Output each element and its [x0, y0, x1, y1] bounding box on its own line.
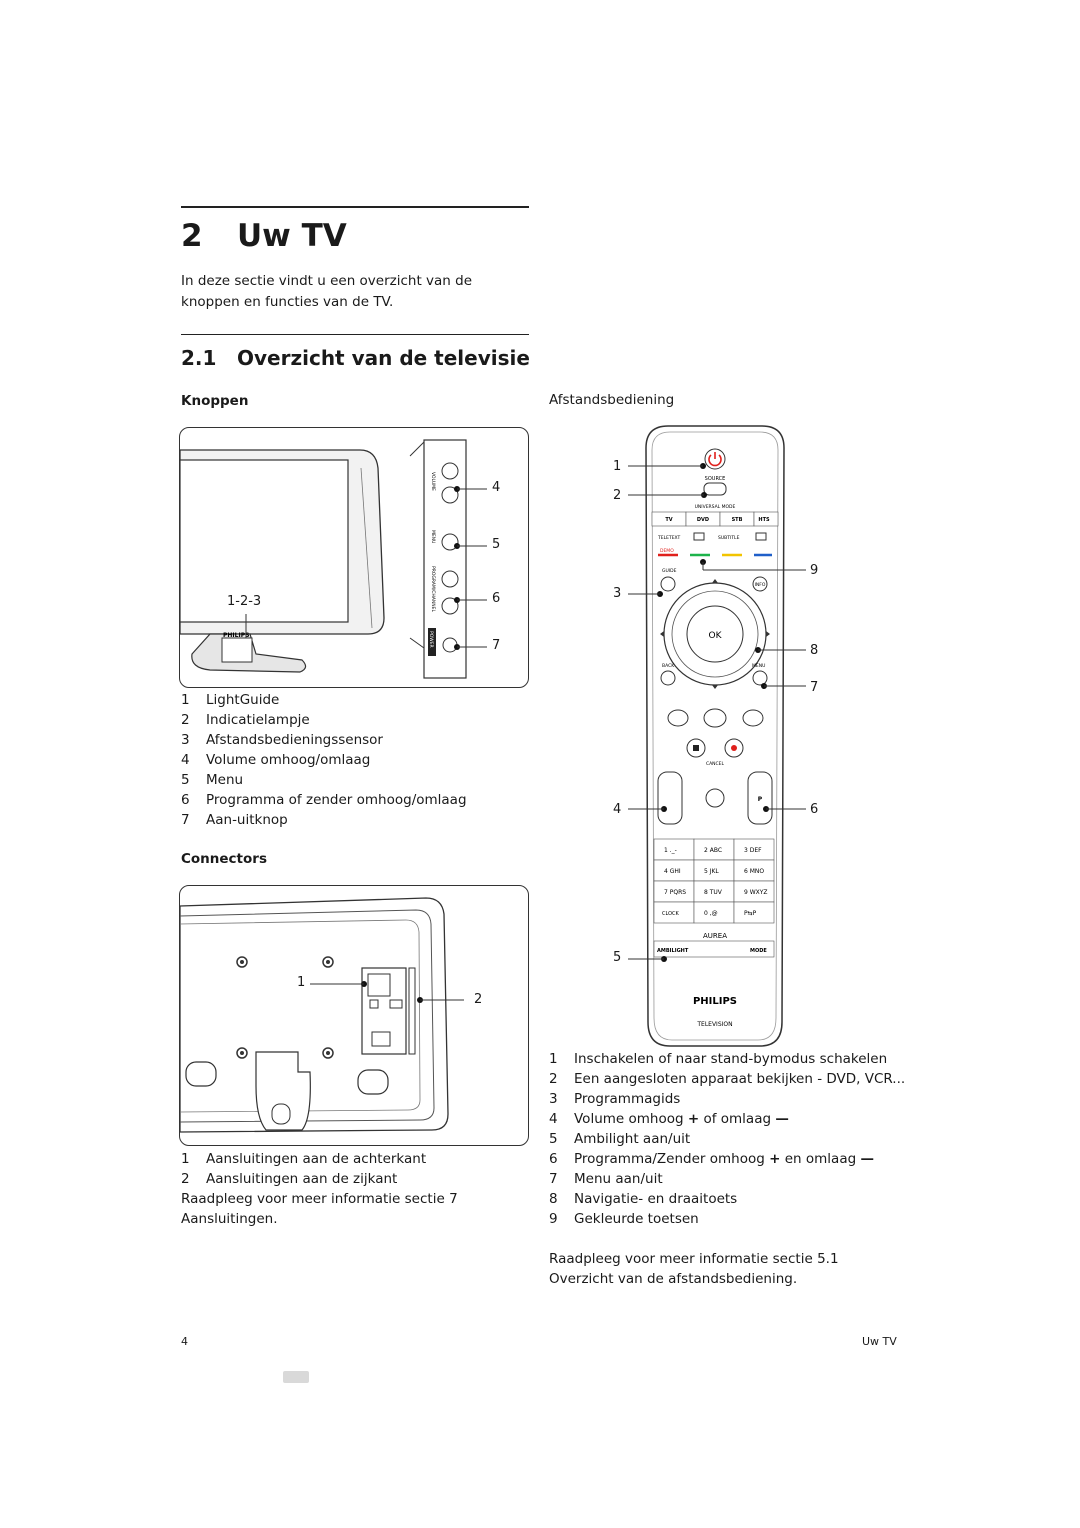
remote-info-label: INFO — [755, 582, 766, 588]
remote-reference: Raadpleeg voor meer informatie sectie 5.… — [549, 1251, 839, 1287]
key-5: 5 JKL — [704, 868, 719, 875]
remote-menu-label: MENU — [752, 663, 765, 669]
key-9: 9 WXYZ — [744, 889, 768, 896]
remote-callout-7: 7 — [810, 680, 819, 695]
section-rule — [181, 334, 529, 335]
knoppen-callout-5: 5 — [492, 537, 501, 552]
remote-mode-hts: HTS — [758, 517, 770, 523]
key-0: 0 ,@ — [704, 910, 718, 917]
key-clock: CLOCK — [662, 911, 680, 917]
remote-callout-9: 9 — [810, 563, 819, 578]
remote-callout-3: 3 — [613, 586, 622, 601]
tv-front-illustration: PHILIPS VOLUME MENU PROGRAM/CHANNEL POWE… — [179, 427, 529, 688]
remote-callout-5: 5 — [613, 950, 622, 965]
key-6: 6 MNO — [744, 868, 764, 875]
remote-mode-label: MODE — [750, 948, 767, 954]
remote-callout-1: 1 — [613, 459, 622, 474]
remote-illustration: SOURCE UNIVERSAL MODE TV DVD STB HTS TEL… — [600, 422, 840, 1052]
plus-icon: + — [769, 1151, 781, 1167]
remote-callout-6: 6 — [810, 802, 819, 817]
key-pp: P⇆P — [744, 910, 757, 917]
chapter-rule — [181, 206, 529, 208]
connectors-reference-link[interactable]: Aansluitingen — [181, 1211, 274, 1227]
panel-volume-label: VOLUME — [430, 472, 436, 491]
remote-brand-label: PHILIPS — [693, 996, 737, 1007]
remote-demo-label: DEMO — [660, 548, 674, 554]
tv-back-illustration — [179, 885, 529, 1146]
panel-menu-label: MENU — [430, 530, 436, 543]
remote-subtitle-label: SUBTITLE — [718, 535, 740, 541]
key-2: 2 ABC — [704, 847, 722, 854]
remote-television-label: TELEVISION — [696, 1021, 732, 1028]
connectors-heading: Connectors — [181, 851, 267, 867]
connectors-callout-2: 2 — [474, 992, 483, 1007]
page-number: 4 — [181, 1335, 188, 1348]
plus-icon: + — [687, 1111, 700, 1127]
knoppen-callout-123: 1-2-3 — [227, 594, 262, 609]
remote-teletext-label: TELETEXT — [657, 535, 681, 541]
panel-program-label: PROGRAM/CHANNEL — [430, 566, 436, 612]
chapter-number: 2 — [181, 218, 203, 254]
footer-title: Uw TV — [862, 1335, 897, 1348]
remote-cancel-label: CANCEL — [706, 761, 725, 767]
scroll-marker — [283, 1371, 309, 1383]
remote-callout-8: 8 — [810, 643, 819, 658]
remote-mode-dvd: DVD — [697, 517, 709, 523]
key-7: 7 PQRS — [664, 889, 686, 896]
remote-guide-label: GUIDE — [662, 568, 677, 574]
connectors-reference: Raadpleeg voor meer informatie sectie 7 … — [181, 1191, 458, 1227]
tv-brand-text: PHILIPS — [223, 632, 249, 639]
section-title: Overzicht van de televisie — [237, 346, 530, 370]
connectors-callout-1: 1 — [297, 975, 306, 990]
panel-power-label: POWER — [428, 631, 434, 648]
remote-mode-stb: STB — [732, 517, 743, 523]
remote-callout-4: 4 — [613, 802, 622, 817]
minus-icon: — — [860, 1151, 874, 1167]
minus-icon: — — [775, 1111, 789, 1127]
remote-mode-tv: TV — [665, 517, 672, 523]
knoppen-callout-7: 7 — [492, 638, 501, 653]
remote-p-label: P — [758, 796, 763, 803]
remote-source-label: SOURCE — [705, 476, 726, 482]
knoppen-heading: Knoppen — [181, 393, 249, 409]
remote-back-label: BACK — [662, 663, 675, 669]
remote-ambilight-label: AMBILIGHT — [657, 948, 689, 954]
key-3: 3 DEF — [744, 847, 762, 854]
knoppen-callout-4: 4 — [492, 480, 501, 495]
remote-reference-link[interactable]: Overzicht van de afstandsbediening — [549, 1271, 793, 1287]
intro-text: In deze sectie vindt u een overzicht van… — [181, 273, 473, 310]
chapter-title: Uw TV — [237, 218, 347, 254]
remote-universal-mode-label: UNIVERSAL MODE — [695, 504, 736, 510]
section-number: 2.1 — [181, 346, 217, 370]
remote-heading: Afstandsbediening — [549, 392, 675, 408]
knoppen-callout-6: 6 — [492, 591, 501, 606]
remote-ok-label: OK — [709, 631, 723, 641]
remote-callout-2: 2 — [613, 488, 622, 503]
key-4: 4 GHI — [664, 868, 681, 875]
remote-aurea-label: AUREA — [703, 932, 727, 940]
key-1: 1 ._- — [664, 847, 677, 854]
key-8: 8 TUV — [704, 889, 723, 896]
